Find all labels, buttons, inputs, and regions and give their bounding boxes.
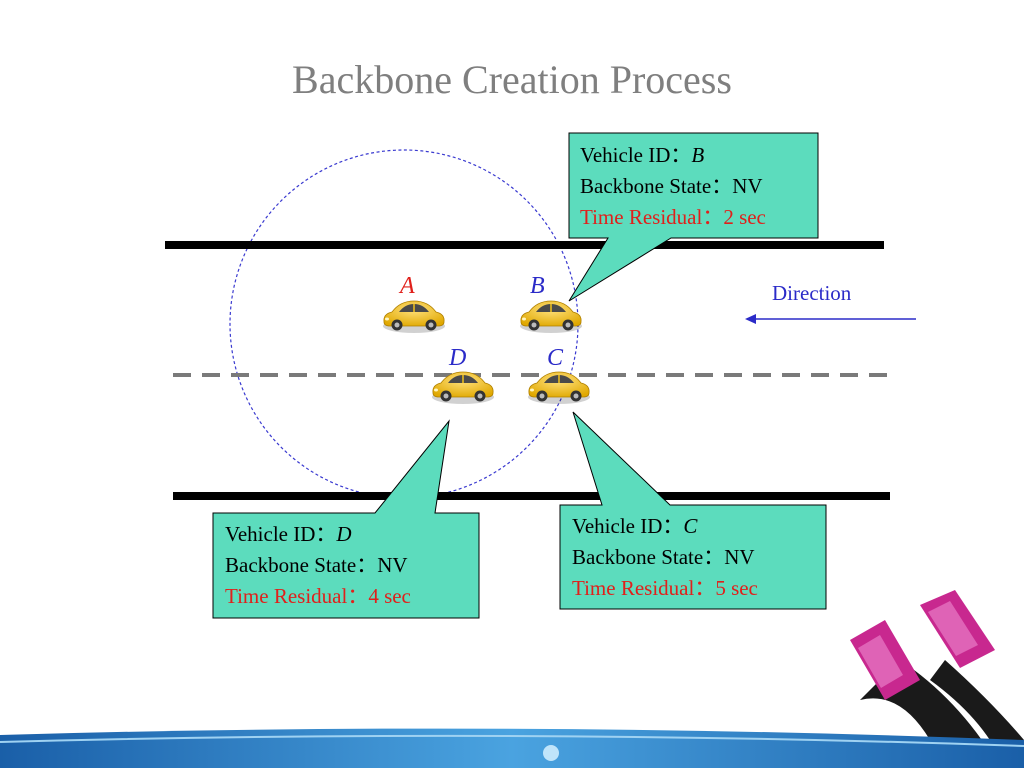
direction-arrow xyxy=(745,314,916,324)
vehicle-label-c: C xyxy=(547,345,564,371)
slide-title: Backbone Creation Process xyxy=(292,57,732,102)
footer-dot xyxy=(543,745,559,761)
vehicle-id-label: Vehicle ID： xyxy=(580,143,692,167)
callout-c-text: Vehicle ID：C Backbone State：NV Time Resi… xyxy=(572,511,758,604)
vehicle-id-label: Vehicle ID： xyxy=(572,514,684,538)
vehicle-label-a: A xyxy=(400,273,415,299)
direction-label: Direction xyxy=(772,281,852,305)
time-residual: Time Residual：4 sec xyxy=(225,584,411,608)
vehicle-id-value: D xyxy=(336,522,352,546)
vehicle-id-value: C xyxy=(683,514,698,538)
callout-d xyxy=(212,419,480,619)
backbone-state: Backbone State：NV xyxy=(572,545,755,569)
time-residual: Time Residual：2 sec xyxy=(580,205,766,229)
time-residual: Time Residual：5 sec xyxy=(572,576,758,600)
vehicle-id-label: Vehicle ID： xyxy=(225,522,337,546)
backbone-state: Backbone State：NV xyxy=(580,174,763,198)
footer-band xyxy=(0,728,1024,768)
callout-b-text: Vehicle ID：B Backbone State：NV Time Resi… xyxy=(580,140,766,233)
vehicle-id-value: B xyxy=(691,143,705,167)
car-a xyxy=(382,300,446,334)
backbone-state: Backbone State：NV xyxy=(225,553,408,577)
callout-b xyxy=(568,132,819,302)
vehicle-label-d: D xyxy=(449,345,467,371)
callout-c xyxy=(559,411,827,610)
callout-d-text: Vehicle ID：D Backbone State：NV Time Resi… xyxy=(225,519,411,612)
car-b xyxy=(519,300,583,334)
vehicle-label-b: B xyxy=(530,273,545,299)
